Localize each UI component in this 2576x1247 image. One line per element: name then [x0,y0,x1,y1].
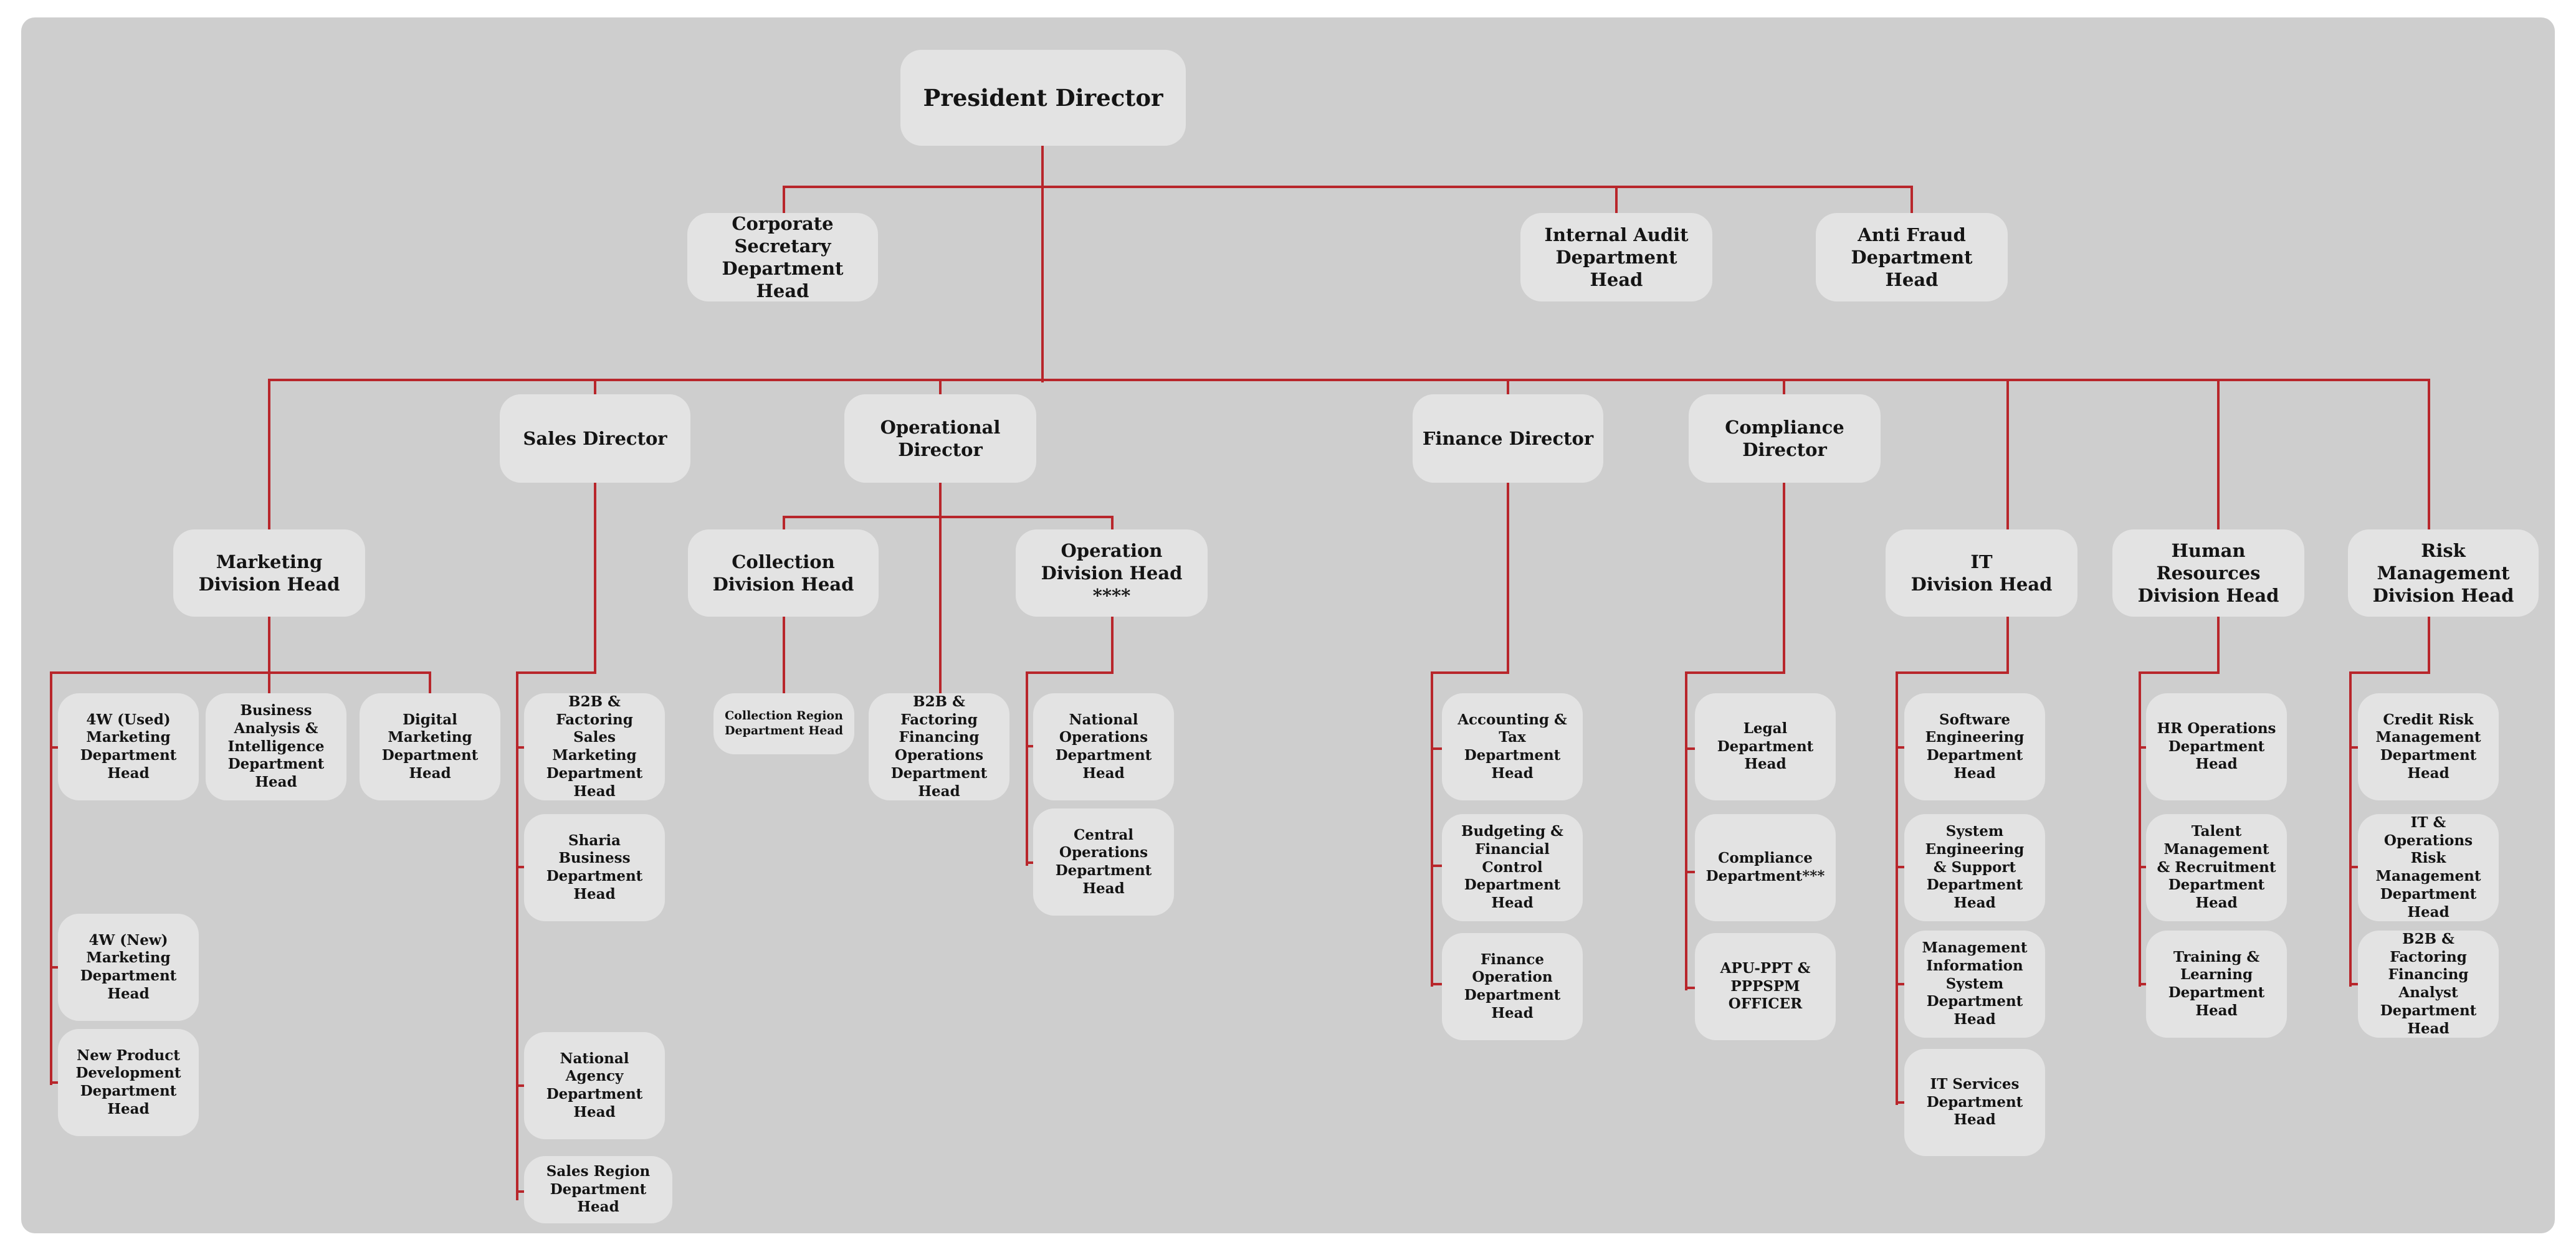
node-sales-director: Sales Director [500,394,690,483]
node-hr-operations: HR Operations Department Head [2146,693,2287,800]
node-marketing-division: Marketing Division Head [173,529,365,617]
node-national-operations: National Operations Department Head [1033,693,1174,800]
node-new-product-development: New Product Development Department Head [58,1029,199,1136]
node-compliance-department: Compliance Department*** [1695,814,1836,921]
node-4w-used-marketing: 4W (Used) Marketing Department Head [58,693,199,800]
node-it-operations-risk: IT & Operations Risk Management Departme… [2358,814,2499,921]
node-internal-audit: Internal Audit Department Head [1520,213,1712,301]
node-apu-ppt-officer: APU-PPT & PPPSPM OFFICER [1695,933,1836,1040]
node-budgeting-financial-control: Budgeting & Financial Control Department… [1442,814,1583,921]
connector [1685,481,1785,990]
node-b2b-financing-analyst: B2B & Factoring Financing Analyst Depart… [2358,931,2499,1038]
node-legal-department: Legal Department Head [1695,693,1836,800]
node-operational-director: Operational Director [844,394,1036,483]
node-collection-division: Collection Division Head [688,529,879,617]
node-risk-division: Risk Management Division Head [2348,529,2539,617]
node-compliance-director: Compliance Director [1689,394,1881,483]
connector [1431,481,1509,987]
node-central-operations: Central Operations Department Head [1033,808,1174,916]
node-training-learning: Training & Learning Department Head [2146,931,2287,1038]
node-software-engineering: Software Engineering Department Head [1904,693,2045,800]
node-corporate-secretary: Corporate Secretary Department Head [687,213,878,301]
connector [1026,615,1114,866]
connector [2349,615,2430,987]
node-management-information-system: Management Information System Department… [1904,931,2045,1038]
node-system-engineering: System Engineering & Support Department … [1904,814,2045,921]
node-anti-fraud: Anti Fraud Department Head [1816,213,2008,301]
connector [2139,615,2220,987]
node-sales-region: Sales Region Department Head [524,1156,672,1223]
node-talent-management: Talent Management & Recruitment Departme… [2146,814,2287,921]
node-it-division: IT Division Head [1886,529,2077,617]
node-collection-region: Collection Region Department Head [713,693,854,754]
node-digital-marketing: Digital Marketing Department Head [360,693,500,800]
node-business-analysis: Business Analysis & Intelligence Departm… [206,693,346,800]
node-finance-director: Finance Director [1413,394,1603,483]
node-national-agency: National Agency Department Head [524,1032,665,1139]
node-accounting-tax: Accounting & Tax Department Head [1442,693,1583,800]
org-chart-background [21,17,2555,1233]
node-4w-new-marketing: 4W (New) Marketing Department Head [58,914,199,1021]
connector [516,481,596,1200]
node-credit-risk: Credit Risk Management Department Head [2358,693,2499,800]
node-b2b-sales-marketing: B2B & Factoring Sales Marketing Departme… [524,693,665,800]
node-president-director: President Director [900,50,1186,146]
node-b2b-financing-operations: B2B & Factoring Financing Operations Dep… [869,693,1009,800]
node-operation-division: Operation Division Head **** [1016,529,1208,617]
node-sharia-business: Sharia Business Department Head [524,814,665,921]
node-finance-operation: Finance Operation Department Head [1442,933,1583,1040]
connector [1896,615,2009,1105]
node-it-services: IT Services Department Head [1904,1049,2045,1156]
node-hr-division: Human Resources Division Head [2112,529,2304,617]
